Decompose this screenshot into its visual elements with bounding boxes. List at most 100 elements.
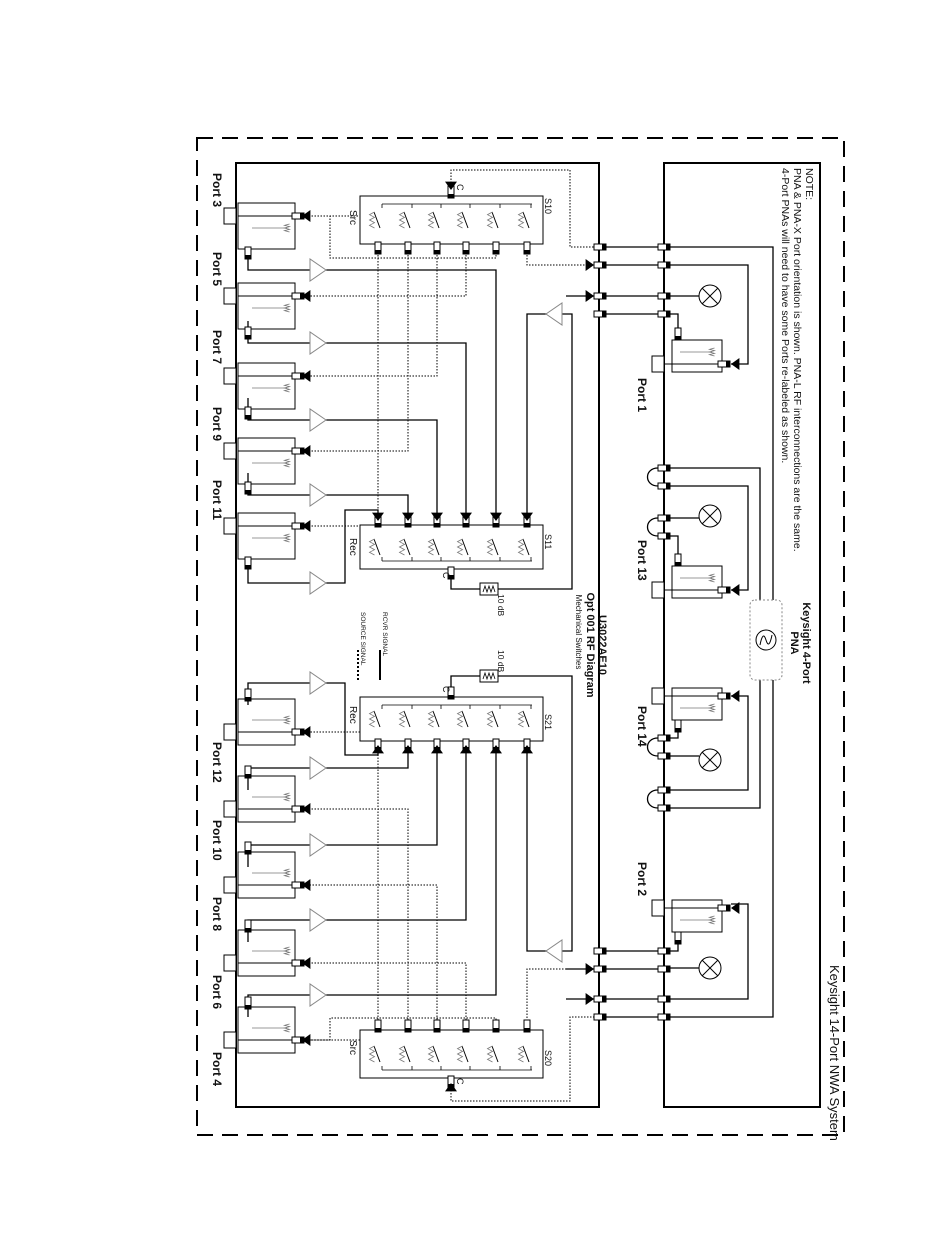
connector-band [675, 562, 681, 566]
source-wire [310, 252, 379, 527]
termination-icon [282, 1023, 292, 1033]
termination-icon [368, 538, 376, 556]
termination-icon [486, 538, 494, 556]
switch-s21-common-label: C [441, 686, 451, 693]
termination-icon [368, 710, 376, 728]
note-line-1: PNA & PNA-X Port orientation is shown. P… [791, 168, 803, 552]
source-wire [310, 215, 497, 259]
connector-band [245, 255, 251, 259]
front-panel-jumper [646, 737, 659, 757]
termination-icon [398, 211, 406, 229]
connector-band [602, 262, 606, 268]
testset-port-7-label: Port 7 [210, 330, 224, 364]
source-in-arrow [302, 445, 311, 457]
termination-icon [486, 211, 494, 229]
connector-band [434, 1028, 440, 1032]
receiver-wire [247, 398, 310, 421]
port-connector-icon [651, 899, 665, 917]
mixer-cross [701, 959, 719, 977]
attenuator-1-label: 10 dB [496, 594, 506, 617]
switch-s20 [359, 1029, 544, 1079]
port-coupler-block [237, 362, 296, 410]
receiver-wire [326, 509, 379, 584]
termination-icon [427, 538, 435, 556]
port-coupler-block [237, 282, 296, 330]
receiver-amplifier-icon [309, 331, 327, 355]
receiver-wire [670, 535, 679, 560]
receiver-wire [247, 994, 310, 1017]
connector-band [493, 1028, 499, 1032]
connector-band [666, 311, 670, 317]
receiver-wire [247, 473, 310, 496]
receiver-arrow [460, 512, 472, 521]
termination-icon [282, 868, 292, 878]
receiver-wire [670, 732, 679, 739]
source-wire [310, 962, 467, 1026]
components [223, 181, 783, 1092]
testset-port-11-label: Port 11 [210, 480, 224, 520]
termination-icon [368, 1045, 376, 1063]
port-coupler-block [237, 775, 296, 823]
source-wire [526, 968, 594, 1024]
connector-band [493, 523, 499, 527]
source-wire [310, 808, 409, 1026]
connector-band [602, 966, 606, 972]
port-1-coupler [671, 339, 723, 373]
resistor-icon [482, 671, 496, 681]
receiver-wire [526, 313, 546, 515]
switch-blade [522, 1045, 530, 1063]
common-in-arrow [445, 1083, 457, 1092]
pna-port-2-label: Port 2 [635, 862, 649, 896]
termination-icon [398, 710, 406, 728]
receiver-amplifier-icon [309, 833, 327, 857]
system-title: Keysight 14-Port NWA System [827, 965, 842, 1141]
source-wire [310, 884, 438, 1026]
port-coupler-block [237, 1006, 296, 1054]
termination-icon [517, 1045, 525, 1063]
connector-band [405, 250, 411, 254]
source-in-arrow [302, 879, 311, 891]
connector-band [405, 523, 411, 527]
connector-band [524, 523, 530, 527]
receiver-wire [526, 751, 546, 952]
mixer-cross [701, 507, 719, 525]
source-in-arrow [302, 1034, 311, 1046]
port-14-coupler [671, 687, 723, 721]
testset-subtitle: Opt 001 RF Diagram [584, 592, 596, 697]
termination-icon [456, 538, 464, 556]
termination-icon [282, 946, 292, 956]
switch-blade [491, 710, 499, 728]
source-in-arrow [302, 520, 311, 532]
switch-blade [461, 211, 469, 229]
receiver-arrow [431, 745, 443, 754]
connector-band [375, 523, 381, 527]
receiver-wire [247, 682, 310, 705]
switch-blade [373, 710, 381, 728]
receiver-wire [247, 248, 310, 271]
switch-s11-role: Rec [347, 538, 358, 556]
termination-icon [707, 703, 717, 713]
front-panel-jumper [646, 467, 659, 487]
pna-port-1-label: Port 1 [635, 378, 649, 412]
termination-icon [282, 533, 292, 543]
connector-band [245, 774, 251, 778]
source-in-arrow [302, 370, 311, 382]
switch-s21-id: S21 [543, 714, 553, 730]
port-coupler-block [237, 698, 296, 746]
switch-s10-role: Src [347, 210, 358, 225]
switch-blade [432, 211, 440, 229]
termination-icon [707, 573, 717, 583]
labels: Keysight 14-Port NWA System NOTE: PNA & … [210, 168, 842, 1141]
connector-band [448, 695, 454, 699]
port-connector-icon [223, 723, 237, 741]
receiver-amplifier-icon [309, 408, 327, 432]
switch-blade [522, 710, 530, 728]
port-coupler-block [237, 851, 296, 899]
frames [196, 137, 845, 1136]
switch-s11-id: S11 [543, 534, 553, 549]
switch-blade [461, 1045, 469, 1063]
pna-title-line-1: Keysight 4-Port [800, 602, 812, 684]
switch-s20-common-label: C [455, 1078, 465, 1085]
connector-band [666, 483, 670, 489]
